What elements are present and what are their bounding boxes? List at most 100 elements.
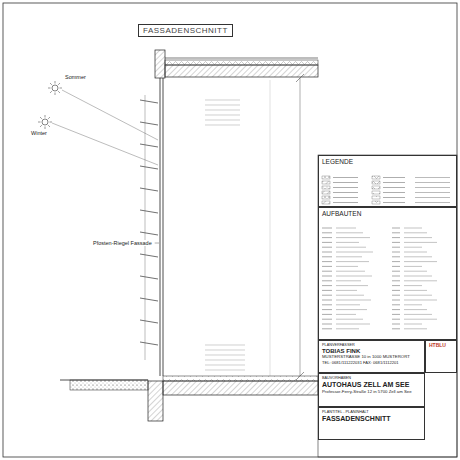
legend-line (333, 187, 358, 188)
layer-line (404, 324, 422, 325)
layer-line (336, 324, 370, 325)
layer-line (336, 285, 368, 286)
layer-line (404, 300, 437, 301)
layer-line (392, 300, 400, 301)
roof-slab (165, 65, 318, 77)
layer-line (322, 280, 332, 281)
legend-line (383, 197, 405, 198)
layer-line (404, 242, 437, 243)
legend-sample (322, 186, 330, 189)
note-line (205, 120, 240, 121)
layer-line (322, 242, 332, 243)
louver (140, 254, 158, 257)
legend-line (333, 197, 358, 198)
sun-ray (52, 123, 158, 165)
sun-ray-stroke (50, 83, 52, 85)
layer-line (404, 252, 427, 253)
layer-line (404, 228, 422, 229)
note-line (205, 125, 240, 126)
cell-text: TOBIAS FINK (322, 348, 421, 355)
legend-sample (372, 191, 380, 194)
sun-ray-stroke (48, 88, 51, 89)
legend-sample (372, 181, 380, 184)
legend-line (383, 177, 405, 178)
layer-line (392, 266, 400, 267)
layer-line (322, 290, 332, 291)
gravel (70, 380, 148, 390)
layer-line (322, 247, 332, 248)
note-line (205, 345, 245, 346)
roof-insulation (165, 60, 318, 65)
cell-heading: HTBLU (429, 343, 453, 349)
annotation-label: Pfosten-Riegel Fassade (92, 240, 153, 246)
legend-line (333, 182, 358, 183)
layer-line (404, 266, 422, 267)
layer-line (322, 304, 332, 305)
layer-line (322, 285, 332, 286)
layer-line (322, 328, 332, 329)
layer-line (336, 304, 360, 305)
layer-line (392, 256, 400, 257)
layer-line (404, 285, 422, 286)
layer-line (392, 261, 400, 262)
legend-sample (322, 201, 330, 204)
louver (140, 342, 158, 345)
louver (140, 298, 158, 301)
ground-line (60, 380, 148, 381)
annotation-label: Sommer (64, 74, 87, 80)
layer-line (404, 328, 427, 329)
sheet-border (3, 3, 457, 457)
legend-line (415, 187, 450, 188)
layer-line (404, 304, 422, 305)
dimension-line (270, 80, 271, 376)
layer-line (392, 290, 400, 291)
layer-line (322, 266, 332, 267)
layer-line (392, 319, 400, 320)
layer-line (336, 232, 363, 233)
layer-line (404, 256, 432, 257)
legend-line (333, 202, 358, 203)
legend-sample (372, 176, 380, 179)
sun-ray-stroke (58, 91, 60, 93)
legend-line (415, 197, 450, 198)
note-line (205, 105, 240, 106)
layer-line (404, 271, 427, 272)
layer-line (336, 228, 356, 229)
sun-shading (140, 95, 158, 360)
legend-line (415, 202, 450, 203)
parapet (155, 50, 165, 78)
louver (140, 276, 158, 279)
sun-ray-stroke (45, 127, 46, 130)
sun-icon (42, 119, 48, 125)
sun-ray-stroke (58, 83, 60, 85)
note-line (205, 110, 240, 111)
louver (140, 210, 158, 213)
title-block-cell: BAUVORHABENAUTOHAUS ZELL AM SEEProfessor… (318, 373, 425, 407)
layer-line (336, 319, 363, 320)
louver (140, 320, 158, 323)
cell-heading: PLANVERFASSER (322, 343, 421, 347)
layer-line (404, 237, 432, 238)
sun-ray-stroke (48, 117, 50, 119)
cell-text: Professor-Ferry-Straße 12 in 5700 Zell a… (322, 390, 421, 395)
layer-line (322, 228, 332, 229)
annotation-label: Winter (30, 130, 48, 136)
layer-line (404, 319, 437, 320)
sun-ray-stroke (40, 117, 42, 119)
foundation (148, 381, 163, 421)
note-line (205, 355, 245, 356)
layer-line (392, 324, 400, 325)
layer-line (322, 232, 332, 233)
logo-cell: HTBLU (425, 340, 457, 373)
louver (140, 144, 158, 147)
shade-rod (145, 95, 146, 360)
layer-line (322, 256, 332, 257)
cell-text: FASSADENSCHNITT (322, 415, 421, 423)
legend-sample (322, 181, 330, 184)
layer-line (336, 261, 369, 262)
layer-line (336, 266, 358, 267)
legend-line (383, 187, 405, 188)
note-line (205, 365, 245, 366)
layer-line (336, 295, 364, 296)
dimension-tick (296, 74, 304, 82)
